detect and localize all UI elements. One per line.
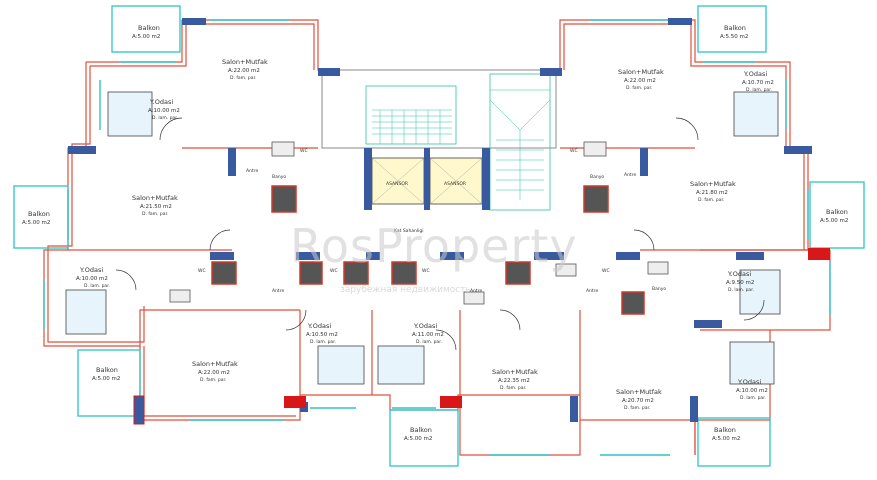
yodasi-tr-floor: D. lam. par. (746, 87, 772, 93)
service-labels: Banyo WC Antre Banyo WC Antre WC Antre W… (198, 148, 666, 294)
yodasi-bc1-area: A:10.50 m2 (306, 332, 338, 338)
watermark-brand: RosProperty (290, 219, 578, 273)
salon-ml-name: Salon+Mutfak (132, 194, 178, 202)
balkon-ml-area: A:5.00 m2 (22, 220, 50, 226)
balkon-tr-name: Balkon (724, 24, 746, 32)
yodasi-mr-name: Y.Odasi (727, 270, 751, 278)
balkon-tr-area: A:5.50 m2 (720, 34, 748, 40)
salon-br-floor: D. fam. par. (624, 405, 650, 411)
yodasi-bc2-name: Y.Odasi (413, 322, 437, 330)
balconies (13, 5, 865, 467)
antre-label-4: Antre (470, 288, 482, 294)
stair-core: ASANSOR ASANSOR Kat Sahanligi (321, 69, 557, 234)
yodasi-br-floor: D. lam. par. (740, 395, 766, 401)
balkon-bc-area: A:5.00 m2 (404, 436, 432, 442)
watermark-tagline: зарубежная недвижимость (340, 285, 471, 295)
balkon-bl-area: A:5.00 m2 (92, 376, 120, 382)
structural-columns (68, 18, 812, 424)
yodasi-tr-area: A:10.70 m2 (742, 80, 774, 86)
salon-bc-name: Salon+Mutfak (492, 368, 538, 376)
wc-label-4: WC (330, 268, 338, 274)
salon-mr-floor: D. fam. par. (698, 197, 724, 203)
antre-label-5: Antre (586, 288, 598, 294)
wc-label-2: WC (570, 148, 578, 154)
yodasi-bc2-area: A:11.00 m2 (412, 332, 444, 338)
balkon-mr-area: A:5.00 m2 (820, 218, 848, 224)
salon-tr-name: Salon+Mutfak (618, 68, 664, 76)
yodasi-ml-floor: D. lam. par. (84, 283, 110, 289)
room-labels: Balkon A:5.00 m2 Salon+Mutfak A:22.00 m2… (22, 24, 848, 442)
salon-bl-area: A:22.00 m2 (198, 370, 230, 376)
balkon-br-name: Balkon (714, 426, 736, 434)
yodasi-bc1-name: Y.Odasi (307, 322, 331, 330)
wc-label-1: WC (300, 148, 308, 154)
antre-label-2: Antre (624, 172, 636, 178)
balkon-tl-name: Balkon (138, 24, 160, 32)
wet-areas (169, 141, 669, 315)
salon-tl-name: Salon+Mutfak (222, 58, 268, 66)
salon-ml-area: A:21.50 m2 (140, 204, 172, 210)
balkon-br-area: A:5.00 m2 (712, 436, 740, 442)
salon-tl-floor: D. fam. par. (230, 75, 256, 81)
banyo-label-2: Banyo (590, 174, 604, 180)
yodasi-br-name: Y.Odasi (737, 378, 761, 386)
salon-bc-area: A:22.35 m2 (498, 378, 530, 384)
salon-mr-area: A:21.80 m2 (696, 190, 728, 196)
banyo-label-1: Banyo (272, 174, 286, 180)
windows (43, 19, 831, 456)
salon-br-name: Salon+Mutfak (616, 388, 662, 396)
salon-bl-floor: D. fam. par. (200, 377, 226, 383)
balkon-bc-name: Balkon (410, 426, 432, 434)
salon-tl-area: A:22.00 m2 (228, 68, 260, 74)
yodasi-mr-floor: D. lam. par. (728, 287, 754, 293)
elevator-label-2: ASANSOR (444, 181, 466, 187)
salon-mr-name: Salon+Mutfak (690, 180, 736, 188)
salon-bc-floor: D. fam. par. (500, 385, 526, 391)
wc-label-3: WC (198, 268, 206, 274)
yodasi-tr-name: Y.Odasi (743, 70, 767, 78)
elevator-label-1: ASANSOR (386, 181, 408, 187)
balkon-mr-name: Balkon (826, 208, 848, 216)
beds (65, 91, 781, 385)
yodasi-ml-name: Y.Odasi (79, 266, 103, 274)
yodasi-bc1-floor: D. lam. par. (310, 339, 336, 345)
banyo-label-3: Banyo (652, 286, 666, 292)
wc-label-6: WC (602, 268, 610, 274)
yodasi-br-area: A:10.00 m2 (736, 388, 768, 394)
yodasi-bc2-floor: D. lam. par. (416, 339, 442, 345)
antre-label-1: Antre (246, 168, 258, 174)
stair-landing-label: Kat Sahanligi (394, 228, 424, 234)
antre-label-3: Antre (272, 288, 284, 294)
balkon-tl-area: A:5.00 m2 (132, 34, 160, 40)
door-swings (115, 117, 765, 351)
yodasi-ml-area: A:10.00 m2 (76, 276, 108, 282)
salon-tr-floor: D. fam. par. (626, 85, 652, 91)
yodasi-tl-name: Y.Odasi (149, 98, 173, 106)
balkon-ml-name: Balkon (28, 210, 50, 218)
salon-ml-floor: D. fam. par. (142, 211, 168, 217)
salon-br-area: A:20.70 m2 (622, 398, 654, 404)
yodasi-tl-area: A:10.00 m2 (148, 108, 180, 114)
salon-bl-name: Salon+Mutfak (192, 360, 238, 368)
yodasi-tl-floor: D. lam. par. (152, 115, 178, 121)
yodasi-mr-area: A:9.50 m2 (726, 280, 754, 286)
balkon-bl-name: Balkon (96, 366, 118, 374)
salon-tr-area: A:22.00 m2 (624, 78, 656, 84)
wc-label-5: WC (422, 268, 430, 274)
